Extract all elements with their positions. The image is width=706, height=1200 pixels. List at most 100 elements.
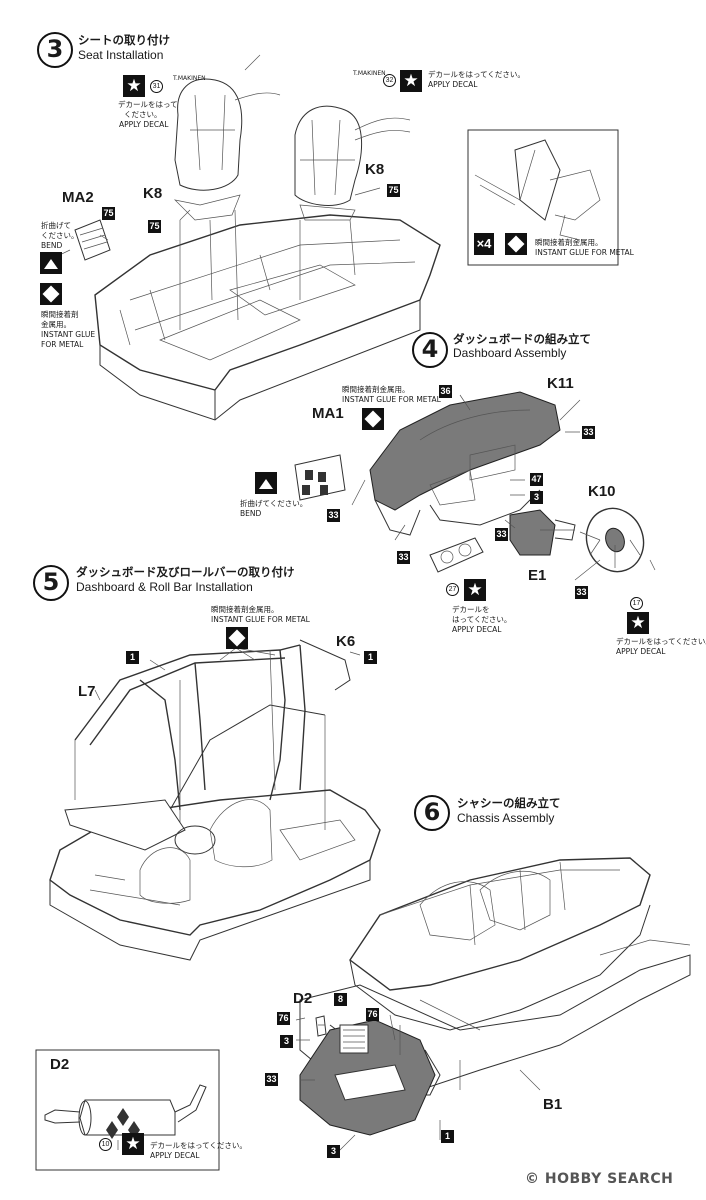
part-label-b1: B1 — [543, 1096, 563, 1113]
glue-jp: 瞬間接着剤金属用。 — [211, 605, 279, 614]
part-label-d2: D2 — [293, 990, 313, 1007]
d2-exhaust-inset — [35, 1049, 220, 1171]
color-code-1: 1 — [364, 651, 377, 664]
step-4-title-en: Dashboard Assembly — [453, 346, 567, 360]
decal-number-31: 31 — [150, 80, 163, 93]
color-code-76: 76 — [277, 1012, 290, 1025]
bend-icon — [40, 252, 62, 274]
color-code-3: 3 — [280, 1035, 293, 1048]
leader-lines — [44, 54, 601, 1151]
quantity-x4-badge: ×4 — [474, 233, 494, 255]
decal-number-27: 27 — [446, 583, 459, 596]
decal-star-icon: ★ — [464, 579, 486, 601]
bend-en: BEND — [240, 509, 262, 518]
glue-jp-1: 瞬間接着剤 — [41, 310, 79, 319]
color-code-3: 3 — [327, 1145, 340, 1158]
part-label-l7: L7 — [78, 683, 96, 700]
apply-decal-jp-1: デカールを — [452, 605, 490, 614]
inset-part-label-d2: D2 — [50, 1056, 70, 1073]
color-code-75: 75 — [102, 207, 115, 220]
apply-decal-en: APPLY DECAL — [119, 120, 169, 129]
color-code-33: 33 — [265, 1073, 278, 1086]
color-code-33: 33 — [575, 586, 588, 599]
decal-number-17: 17 — [630, 597, 643, 610]
part-label-ma1: MA1 — [312, 405, 344, 422]
apply-decal-jp-2: ください。 — [124, 110, 162, 119]
color-code-33: 33 — [582, 426, 595, 439]
watermark-text: HOBBY SEARCH — [544, 1171, 674, 1187]
part-label-k11: K11 — [547, 375, 574, 392]
glue-icon — [226, 627, 248, 649]
glue-icon — [40, 283, 62, 305]
part-label-k10: K10 — [588, 483, 616, 500]
step-4-title-jp: ダッシュボードの組み立て — [453, 332, 591, 346]
color-code-75: 75 — [387, 184, 400, 197]
color-code-75: 75 — [148, 220, 161, 233]
step-4-number: 4 — [412, 332, 448, 368]
step6-chassis-drawing — [299, 857, 691, 1136]
decal-star-icon: ★ — [123, 75, 145, 97]
decal-star-icon: ★ — [627, 612, 649, 634]
color-code-1: 1 — [441, 1130, 454, 1143]
color-code-33: 33 — [327, 509, 340, 522]
glue-en-2: FOR METAL — [41, 340, 84, 349]
part-label-k8-left: K8 — [143, 185, 163, 202]
apply-decal-en: APPLY DECAL — [428, 80, 478, 89]
bend-jp-1: 折曲げて — [41, 221, 71, 230]
copyright-symbol: © — [525, 1171, 540, 1187]
color-code-3: 3 — [530, 491, 543, 504]
color-code-36: 36 — [439, 385, 452, 398]
step-6-title-en: Chassis Assembly — [457, 811, 555, 825]
color-code-76: 76 — [366, 1008, 379, 1021]
glue-en-1: INSTANT GLUE — [41, 330, 96, 339]
seat-tag-left: T.MAKINEN — [173, 75, 206, 82]
decal-star-icon: ★ — [400, 70, 422, 92]
step-5-title-en: Dashboard & Roll Bar Installation — [76, 580, 253, 594]
glue-icon — [362, 408, 384, 430]
bend-icon — [255, 472, 277, 494]
apply-decal-en: APPLY DECAL — [616, 647, 666, 656]
step-5-number: 5 — [33, 565, 69, 601]
step-5-title-jp: ダッシュボード及びロールバーの取り付け — [76, 565, 295, 579]
glue-en: INSTANT GLUE FOR METAL — [342, 395, 441, 404]
glue-icon — [505, 233, 527, 255]
bend-en: BEND — [41, 241, 63, 250]
decal-number-32: 32 — [383, 74, 396, 87]
step4-dashboard-drawing — [294, 391, 656, 573]
seat-tag-right: T.MAKINEN — [353, 70, 386, 77]
bend-jp-2: ください。 — [41, 231, 79, 240]
apply-decal-jp-1: デカールをはって — [118, 100, 178, 109]
apply-decal-jp-2: はってください。 — [452, 615, 512, 624]
color-code-8: 8 — [334, 993, 347, 1006]
color-code-47: 47 — [530, 473, 543, 486]
glue-en: INSTANT GLUE FOR METAL — [535, 248, 634, 257]
part-label-ma2: MA2 — [62, 189, 94, 206]
apply-decal-en: APPLY DECAL — [452, 625, 502, 634]
step3-tub-drawing — [74, 78, 619, 421]
glue-en: INSTANT GLUE FOR METAL — [211, 615, 310, 624]
step-3-title-jp: シートの取り付け — [78, 33, 170, 47]
step-3-number: 3 — [37, 32, 73, 68]
part-label-e1: E1 — [528, 567, 547, 584]
color-code-33: 33 — [397, 551, 410, 564]
glue-jp: 瞬間接着剤金属用。 — [342, 385, 410, 394]
part-label-k8-right: K8 — [365, 161, 385, 178]
apply-decal-jp: デカールをはってください。 — [616, 637, 706, 646]
apply-decal-jp: デカールをはってください。 — [150, 1141, 247, 1150]
step-6-number: 6 — [414, 795, 450, 831]
glue-jp: 瞬間接着剤金属用。 — [535, 238, 603, 247]
decal-star-icon: ★ — [122, 1133, 144, 1155]
bend-jp: 折曲げてください。 — [240, 499, 308, 508]
apply-decal-jp: デカールをはってください。 — [428, 70, 525, 79]
step5-rollbar-drawing — [49, 639, 381, 961]
step-6-title-jp: シャシーの組み立て — [457, 796, 561, 810]
apply-decal-en: APPLY DECAL — [150, 1151, 200, 1160]
watermark: © HOBBY SEARCH — [525, 1171, 673, 1187]
glue-jp-2: 金属用。 — [41, 320, 71, 329]
decal-number-10: 10 — [99, 1138, 112, 1151]
color-code-1: 1 — [126, 651, 139, 664]
part-label-k6: K6 — [336, 633, 356, 650]
step-3-title-en: Seat Installation — [78, 48, 164, 62]
